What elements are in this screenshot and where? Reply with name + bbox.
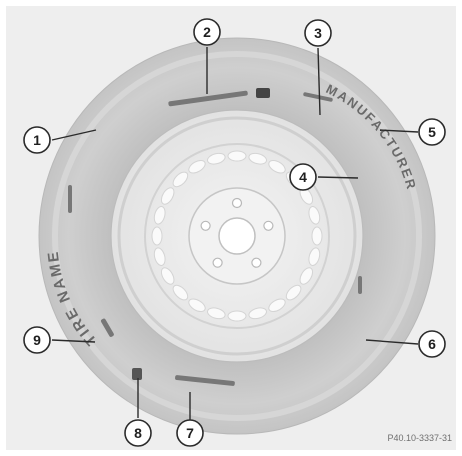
callout-8: 8: [125, 420, 151, 446]
lug-hole: [264, 221, 273, 230]
svg-text:1: 1: [33, 132, 41, 148]
callout-2: 2: [194, 19, 220, 45]
vent-hole: [312, 227, 322, 245]
image-code: P40.10-3337-31: [387, 433, 452, 443]
lug-hole: [233, 199, 242, 208]
svg-text:9: 9: [33, 332, 41, 348]
svg-text:8: 8: [134, 425, 142, 441]
callout-9: 9: [24, 327, 50, 353]
lug-hole: [252, 258, 261, 267]
callout-6: 6: [419, 331, 445, 357]
lug-hole: [213, 258, 222, 267]
callout-5: 5: [419, 119, 445, 145]
svg-text:2: 2: [203, 24, 211, 40]
center-bore: [219, 218, 255, 254]
lug-hole: [201, 221, 210, 230]
callout-4: 4: [290, 164, 316, 190]
svg-text:3: 3: [314, 25, 322, 41]
svg-text:4: 4: [299, 169, 307, 185]
svg-text:6: 6: [428, 336, 436, 352]
svg-text:7: 7: [186, 425, 194, 441]
callout-3: 3: [305, 20, 331, 46]
vent-hole: [228, 311, 246, 321]
vent-hole: [152, 227, 162, 245]
callout-1: 1: [24, 127, 50, 153]
svg-text:5: 5: [428, 124, 436, 140]
callout-7: 7: [177, 420, 203, 446]
vent-hole: [228, 151, 246, 161]
